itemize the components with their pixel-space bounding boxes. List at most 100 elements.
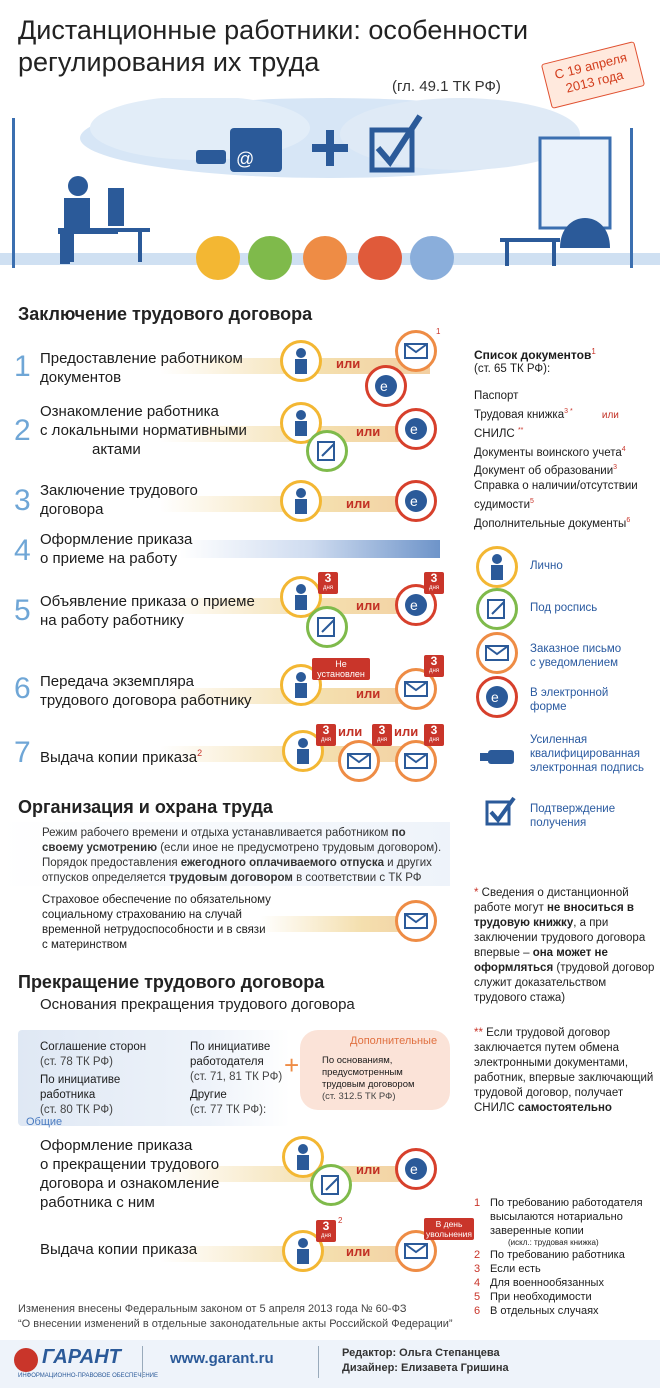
note-trudovaya: * Сведения о дистанционной работе могут … <box>474 887 655 1004</box>
page-title: Дистанционные работники: особенности рег… <box>18 15 529 77</box>
step-number: 5 <box>14 594 31 627</box>
signature-icon <box>310 1164 352 1206</box>
basis-employee: По инициативе работника (ст. 80 ТК РФ) <box>40 1074 121 1116</box>
checkmark-icon <box>485 796 516 826</box>
step-number: 6 <box>14 672 31 705</box>
note-snils: ** Если трудовой договор заключается пут… <box>474 1027 654 1114</box>
legend-label: Лично <box>530 560 563 572</box>
document-item: Трудовая книжка3 * или <box>474 408 619 421</box>
termination-step-copy: Выдача копии приказа <box>40 1241 198 1258</box>
svg-text:e: e <box>380 378 388 394</box>
person-icon <box>282 1230 324 1272</box>
step-text: Передача экземпляра трудового договора р… <box>40 673 252 709</box>
or-label: или <box>338 724 363 739</box>
svg-text:e: e <box>410 421 418 437</box>
garant-logo: ГАРАНТ <box>42 1346 121 1368</box>
safety-text: Режим рабочего времени и отдыха устанавл… <box>42 827 442 884</box>
legend-label: Под роспись <box>530 602 598 614</box>
basis-other: Другие (ст. 77 ТК РФ): <box>190 1089 267 1116</box>
step-text: Ознакомление работника с локальными норм… <box>40 403 247 458</box>
step-text: Оформление приказа о приеме на работу <box>40 531 193 567</box>
step-text: Предоставление работником документов <box>40 350 243 386</box>
email-icon: e <box>365 365 407 407</box>
or-label: или <box>346 496 371 511</box>
termination-subheading: Основания прекращения трудового договора <box>40 996 355 1013</box>
person-icon <box>280 480 322 522</box>
general-label: Общие <box>26 1116 63 1128</box>
document-item: Документ об образовании3 <box>474 464 618 478</box>
basis-agreement: Соглашение сторон (ст. 78 ТК РФ) <box>40 1041 147 1068</box>
credits: Редактор: Ольга Степанцева Дизайнер: Ели… <box>342 1347 509 1374</box>
or-label: или <box>356 424 381 439</box>
or-label: или <box>356 686 381 701</box>
document-item: Дополнительные документы6 <box>474 517 631 530</box>
safety-heading: Организация и охрана труда <box>18 797 273 817</box>
svg-text:e: e <box>410 493 418 509</box>
person-icon <box>280 340 322 382</box>
or-label: или <box>356 598 381 613</box>
step-number: 7 <box>14 736 31 769</box>
envelope-icon <box>476 632 518 674</box>
termination-heading: Прекращение трудового договора <box>18 972 325 992</box>
step-number: 1 <box>14 350 31 383</box>
step-text: Объявление приказа о приеме на работу ра… <box>40 593 255 629</box>
garant-logo-icon <box>14 1348 38 1372</box>
person-icon <box>476 546 518 588</box>
garant-logo-sub: ИНФОРМАЦИОННО-ПРАВОВОЕ ОБЕСПЕЧЕНИЕ <box>18 1373 158 1379</box>
envelope-icon <box>395 740 437 782</box>
or-label: или <box>336 356 361 371</box>
contract-heading: Заключение трудового договора <box>18 304 313 324</box>
site-link[interactable]: www.garant.ru <box>170 1350 274 1367</box>
envelope-icon <box>395 330 437 372</box>
envelope-icon <box>338 740 380 782</box>
svg-text:e: e <box>410 1161 418 1177</box>
additional-label: Дополнительные <box>350 1035 438 1047</box>
hero-illustration: @ <box>0 98 660 280</box>
document-item: Паспорт <box>474 390 519 402</box>
email-icon: e <box>395 408 437 450</box>
law-note: Изменения внесены Федеральным законом от… <box>18 1303 453 1330</box>
page-subtitle: (гл. 49.1 ТК РФ) <box>392 78 501 95</box>
email-icon: e <box>395 480 437 522</box>
termination-step-order: Оформление приказа о прекращении трудово… <box>40 1137 220 1211</box>
documents-list: Список документов1 (ст. 65 ТК РФ): Паспо… <box>474 347 654 532</box>
legend-label: Усиленная квалифицированная электронная … <box>530 734 644 774</box>
step-text: Выдача копии приказа2 <box>40 748 203 766</box>
legend-label: В электронной форме <box>530 687 609 713</box>
or-label: или <box>356 1162 381 1177</box>
legend-label: Подтверждение получения <box>530 803 616 829</box>
step-number: 4 <box>14 534 31 567</box>
dismissal-day-badge: В день увольнения <box>424 1218 474 1240</box>
email-icon: e <box>476 676 518 718</box>
basis-additional: По основаниям, предусмотренным трудовым … <box>322 1055 415 1102</box>
not-set-badge: Не установлен <box>312 658 370 680</box>
signature-icon <box>306 606 348 648</box>
svg-text:@: @ <box>236 149 254 169</box>
email-icon: e <box>395 1148 437 1190</box>
step-number: 2 <box>14 414 31 447</box>
signature-icon <box>476 588 518 630</box>
signature-icon <box>306 430 348 472</box>
svg-text:e: e <box>410 597 418 613</box>
or-label: или <box>346 1244 371 1259</box>
legend-label: Заказное письмо с уведомлением <box>530 643 622 669</box>
document-item: Документы воинского учета4 <box>474 445 626 459</box>
usb-key-icon <box>480 750 514 764</box>
insurance-text: Страховое обеспечение по обязательному с… <box>42 894 271 951</box>
step-text: Заключение трудового договора <box>40 482 198 518</box>
step-number: 3 <box>14 484 31 517</box>
plus-sign: + <box>284 1050 300 1080</box>
or-label: или <box>394 724 419 739</box>
svg-text:e: e <box>491 689 499 705</box>
envelope-icon <box>395 900 437 942</box>
document-item: СНИЛС ** <box>474 426 524 440</box>
basis-employer: По инициативе работодателя (ст. 71, 81 Т… <box>190 1041 283 1083</box>
